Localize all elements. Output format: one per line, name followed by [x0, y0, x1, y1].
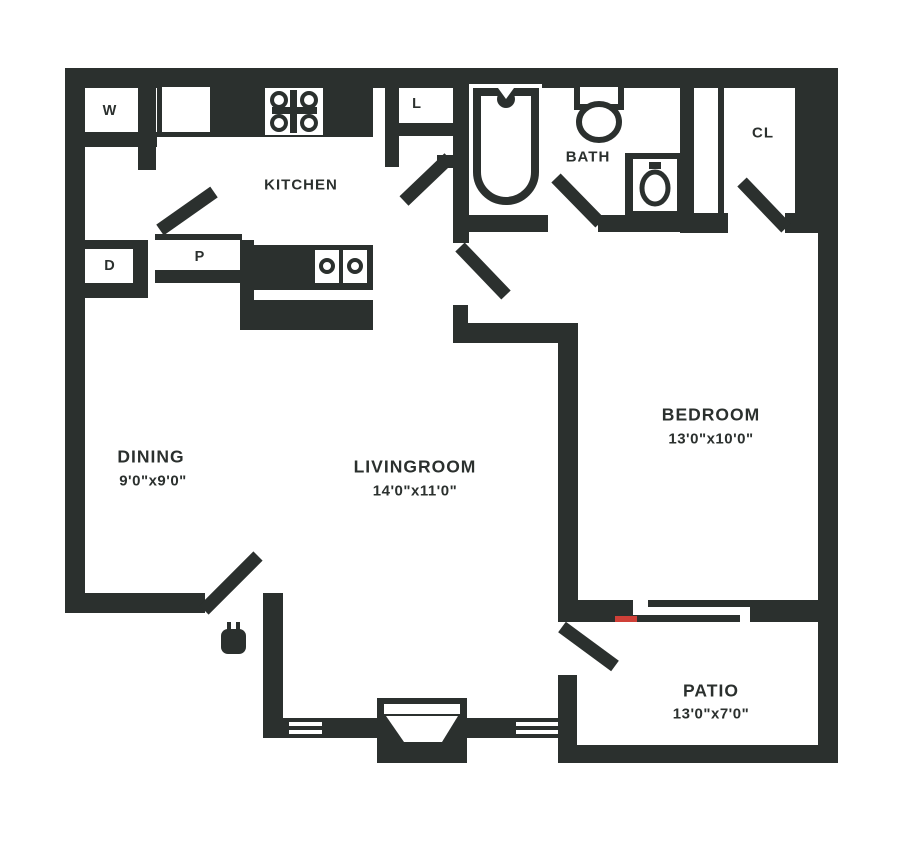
bath-door-swing [551, 173, 605, 228]
kitchen-island [240, 240, 373, 330]
sliding-door-outer-panel [648, 600, 750, 607]
wall-closet-south-right [785, 213, 818, 233]
sliding-door-inner-panel [633, 615, 740, 622]
bedroom-label: BEDROOM [661, 404, 761, 425]
dining-label: DINING [117, 446, 185, 467]
wall-washer-east [138, 88, 156, 170]
bedroom-dimensions: 13'0"x10'0" [668, 430, 754, 448]
bathroom-sink-icon [625, 153, 687, 217]
wall-bedroom-south-right [750, 600, 818, 622]
toilet-icon [574, 81, 624, 143]
porch-light-icon [221, 622, 246, 654]
wall-pantry-north [155, 234, 242, 240]
island-bar [254, 300, 373, 330]
sliding-glass-door [615, 600, 750, 622]
livingroom-label: LIVINGROOM [353, 456, 477, 477]
bedroom-hall-door-swing [455, 242, 511, 300]
closet-right-block [795, 88, 818, 213]
wall-patio-south [558, 745, 838, 763]
wall-bath-south-right [598, 215, 693, 232]
burner [300, 114, 318, 132]
island-left [240, 240, 254, 330]
dryer-label: D [104, 258, 116, 274]
wall-closet-south-left [690, 213, 728, 233]
wall-dryer-east [133, 240, 148, 297]
burner [270, 114, 288, 132]
bathtub-icon [469, 84, 542, 213]
stove-divider-h [272, 107, 317, 114]
laundry-door-swing [156, 186, 218, 236]
toilet-bowl [576, 101, 622, 143]
tub-outline [473, 88, 539, 205]
vanity-basin [639, 169, 671, 207]
wall-linen-south [397, 123, 467, 136]
wall-living-west [263, 593, 283, 738]
windows [289, 722, 558, 734]
kitchen-sink-basin-left [315, 250, 339, 283]
bath-label: BATH [565, 148, 611, 166]
burner [300, 91, 318, 109]
wall-bath-west [453, 88, 469, 243]
door-swings [156, 153, 791, 672]
wall-bedroom-west [558, 323, 578, 622]
red-marker [615, 616, 637, 622]
window-right-pane [516, 726, 558, 730]
wall-left [65, 68, 85, 613]
tub-faucet-notch [498, 88, 514, 99]
kitchen-hall-door-swing [399, 153, 454, 206]
stove-icon [265, 88, 323, 135]
dining-dimensions: 9'0"x9'0" [119, 472, 187, 490]
patio-label: PATIO [683, 680, 739, 701]
wall-dryer-north [85, 240, 147, 249]
closet-label: CL [752, 124, 774, 142]
closet-door-swing [737, 177, 791, 233]
patio-door-swing [558, 621, 619, 672]
vanity-faucet [649, 162, 661, 169]
wall-kitchen-bath [385, 82, 399, 167]
washer-label: W [102, 103, 118, 119]
wall-bath-south-left [461, 215, 548, 232]
sink-drain [319, 258, 335, 274]
sink-drain [347, 258, 363, 274]
linen-label: L [412, 96, 422, 112]
refrigerator-icon [162, 87, 210, 132]
porch-light-body [221, 629, 246, 654]
closet-partition [718, 88, 724, 213]
porch-light-tick [236, 622, 240, 630]
livingroom-dimensions: 14'0"x11'0" [372, 482, 458, 500]
fireplace-firebox [386, 716, 458, 742]
window-left-pane [289, 726, 322, 730]
burner [270, 91, 288, 109]
wall-patio-west [558, 675, 577, 763]
wall-right [818, 68, 838, 763]
bedroom-walls [453, 305, 578, 622]
fireplace-hearth-line [384, 704, 460, 714]
kitchen-label: KITCHEN [264, 176, 338, 194]
patio-dimensions: 13'0"x7'0" [672, 705, 750, 723]
wall-dining-south [65, 593, 205, 613]
wall-hall-south [453, 323, 573, 343]
fireplace-icon [377, 698, 467, 763]
entry-door-swing [199, 551, 263, 615]
wall-dryer-south [65, 283, 148, 298]
pantry-label: P [194, 249, 206, 265]
wall-washer-south [65, 132, 157, 147]
porch-light-tick [227, 622, 231, 630]
kitchen-sink-basin-right [343, 250, 367, 283]
wall-pantry-south [155, 270, 242, 283]
